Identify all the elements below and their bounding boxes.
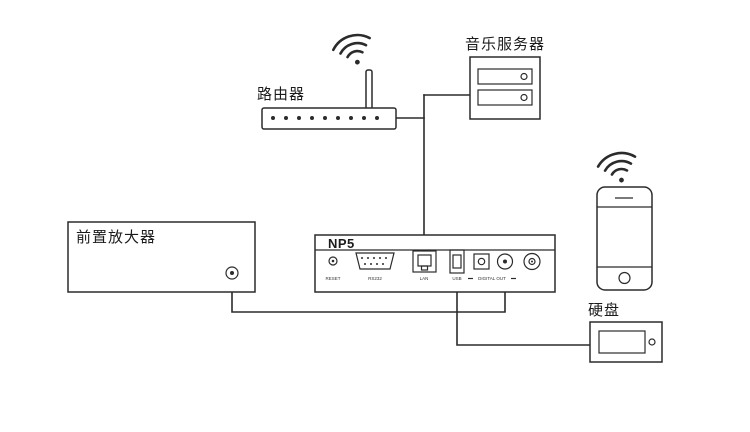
digital-out-label: DIGITAL OUT	[478, 276, 506, 281]
lan-socket	[412, 250, 437, 273]
preamp-body	[67, 221, 256, 293]
power-inlet	[523, 252, 541, 271]
music-server-body	[469, 56, 541, 120]
usb-socket-inner	[452, 254, 462, 269]
lan-socket-tab	[420, 265, 429, 271]
usb-port: USB	[449, 249, 465, 281]
music-server-label: 音乐服务器	[465, 36, 546, 53]
hard-disk-body	[589, 321, 663, 363]
cable-preamp-digital-out	[231, 278, 506, 313]
power-socket-outer	[523, 252, 541, 271]
wifi-icon-phone	[596, 151, 637, 183]
hard-disk-inner	[598, 330, 646, 354]
rs232-port: RS232	[355, 252, 395, 281]
hard-disk-label: 硬盘	[588, 302, 621, 319]
cable-usb-hard-disk	[456, 291, 591, 346]
preamplifier	[67, 221, 256, 293]
drive-bay-bottom	[477, 89, 533, 106]
hard-disk	[589, 321, 663, 363]
usb-socket	[449, 249, 465, 274]
drive-bay-top-button	[520, 72, 528, 81]
optical-out-port	[473, 253, 490, 270]
router-leds	[271, 116, 379, 120]
phone-body	[596, 186, 653, 291]
drive-bay-bottom-button	[520, 93, 528, 102]
power-socket-inner	[528, 257, 536, 266]
preamp-input-pin	[230, 271, 234, 275]
coax-out-pin	[503, 259, 507, 264]
hard-disk-led	[648, 338, 656, 346]
np5-label: NP5	[328, 236, 355, 251]
power-socket-pin	[531, 260, 533, 263]
router-body	[261, 107, 397, 130]
np5-device: RESET RS232 LAN	[314, 234, 556, 293]
lan-label: LAN	[420, 276, 429, 281]
music-server	[469, 56, 541, 120]
rs232-label: RS232	[368, 276, 382, 281]
wifi-icon-router	[332, 33, 371, 65]
coax-out-port	[496, 253, 514, 270]
rs232-connector	[355, 252, 395, 270]
router	[261, 33, 397, 130]
lan-port: LAN	[412, 250, 437, 281]
router-label: 路由器	[257, 86, 306, 103]
preamp-label: 前置放大器	[76, 229, 157, 246]
smartphone	[596, 151, 653, 291]
reset-pin	[331, 259, 335, 263]
np5-body	[314, 234, 556, 293]
router-antenna	[365, 69, 373, 110]
digital-out-ports: DIGITAL OUT	[468, 253, 516, 281]
preamp-input-connector	[225, 266, 239, 280]
reset-label: RESET	[325, 276, 340, 281]
phone-home-button	[618, 271, 631, 285]
drive-bay-top	[477, 68, 533, 85]
optical-out-lens	[477, 257, 486, 266]
usb-label: USB	[452, 276, 461, 281]
reset-button	[328, 256, 338, 266]
